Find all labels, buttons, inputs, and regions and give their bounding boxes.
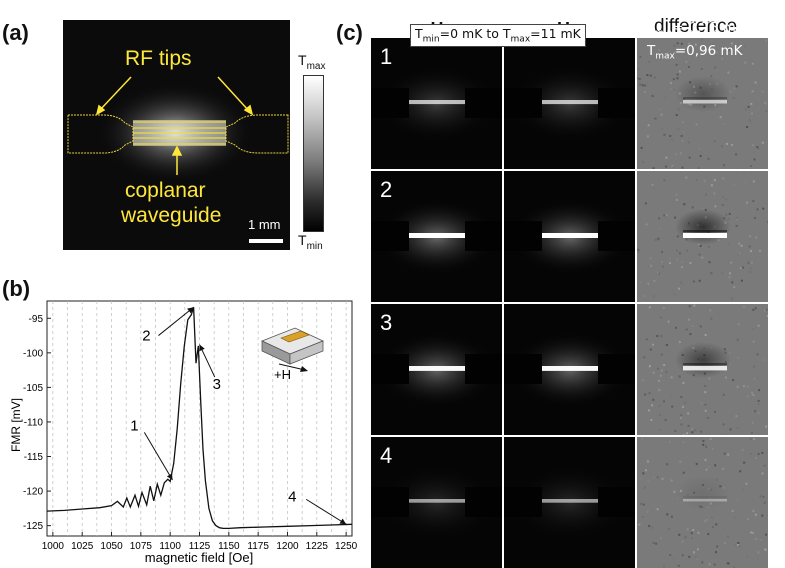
waveguide-label: waveguide bbox=[121, 204, 221, 228]
annotation-label: 3 bbox=[213, 376, 221, 393]
rf-tips-label: RF tips bbox=[125, 47, 192, 71]
y-axis-label: FMR [mV] bbox=[9, 398, 23, 452]
y-tick-label: -110 bbox=[24, 417, 44, 428]
diff-scale-text: Tmin=-0.75 mK to Tmax=0,96 mK bbox=[647, 20, 763, 65]
minus-h-image bbox=[504, 304, 635, 435]
row-number: 3 bbox=[380, 310, 392, 336]
row-number: 2 bbox=[380, 177, 392, 203]
plus-h-image: 4 bbox=[371, 437, 502, 568]
colorbar-min-label: Tmin bbox=[298, 232, 323, 252]
difference-image bbox=[637, 304, 768, 435]
diff-scale-tmin-sub: min bbox=[655, 29, 672, 39]
main-scale-tmin-sub: min bbox=[423, 35, 440, 45]
difference-image bbox=[637, 437, 768, 568]
thermal-grid: +H -H difference 1 bbox=[371, 18, 785, 565]
colorbar-min-sub: min bbox=[307, 241, 323, 252]
annotation-label: 1 bbox=[130, 417, 138, 434]
main-scale-tmax-sub: max bbox=[511, 35, 531, 45]
plus-h-image: 3 bbox=[371, 304, 502, 435]
main-scale-max: =11 mK bbox=[530, 26, 581, 41]
diff-scale-line-1: Tmin=-0.75 mK to bbox=[647, 20, 763, 43]
minus-h-image bbox=[504, 38, 635, 169]
colorbar bbox=[303, 75, 324, 232]
cell-graphic bbox=[504, 38, 635, 169]
diff-scale-tmax-sub: max bbox=[655, 51, 675, 61]
minus-h-image bbox=[504, 171, 635, 302]
diff-scale-max-value: =0,96 mK bbox=[675, 43, 743, 59]
panel-label-a: (a) bbox=[2, 20, 29, 46]
coplanar-label: coplanar bbox=[125, 179, 206, 203]
panel-label-c: (c) bbox=[336, 20, 363, 46]
row-number: 1 bbox=[380, 44, 392, 70]
colorbar-min-symbol: T bbox=[298, 232, 307, 248]
inset-field-label: +H bbox=[274, 367, 291, 382]
plus-h-image: 1 bbox=[371, 38, 502, 169]
main-scale-tmin: T bbox=[415, 26, 423, 41]
annotation-label: 4 bbox=[288, 488, 296, 505]
y-tick-label: -100 bbox=[23, 348, 43, 359]
x-tick-label: 1200 bbox=[276, 541, 299, 552]
cell-graphic bbox=[637, 437, 768, 568]
diff-scale-min-value: =-0.75 mK to bbox=[672, 20, 762, 36]
main-scale-range: =0 mK to T bbox=[440, 26, 511, 41]
x-tick-label: 1025 bbox=[71, 541, 94, 552]
minus-h-image bbox=[504, 437, 635, 568]
y-tick-label: -125 bbox=[23, 521, 43, 532]
x-tick-label: 1250 bbox=[335, 541, 358, 552]
diff-scale-line-2: Tmax=0,96 mK bbox=[647, 43, 763, 66]
difference-image bbox=[637, 171, 768, 302]
main-scale-box: Tmin=0 mK to Tmax=11 mK bbox=[410, 24, 586, 47]
diff-scale-tmax: T bbox=[647, 43, 655, 59]
y-tick-label: -115 bbox=[24, 452, 44, 463]
scale-bar bbox=[249, 239, 283, 243]
thermal-image-panel: RF tips coplanar waveguide 1 mm bbox=[63, 20, 290, 250]
y-tick-label: -105 bbox=[23, 383, 43, 394]
cell-graphic bbox=[504, 171, 635, 302]
plus-h-image: 2 bbox=[371, 171, 502, 302]
colorbar-max-sub: max bbox=[307, 61, 326, 72]
x-axis-label: magnetic field [Oe] bbox=[145, 550, 253, 565]
cell-graphic bbox=[637, 304, 768, 435]
cell-graphic bbox=[637, 171, 768, 302]
annotation-label: 2 bbox=[142, 328, 150, 345]
y-tick-label: -120 bbox=[23, 487, 43, 498]
x-tick-label: 1225 bbox=[306, 541, 329, 552]
x-tick-label: 1050 bbox=[100, 541, 123, 552]
cell-graphic bbox=[504, 437, 635, 568]
diff-scale-tmin: T bbox=[647, 20, 655, 36]
colorbar-max-symbol: T bbox=[298, 52, 307, 68]
colorbar-max-label: Tmax bbox=[298, 52, 325, 72]
cell-graphic bbox=[504, 304, 635, 435]
x-tick-label: 1000 bbox=[42, 541, 65, 552]
scale-bar-label: 1 mm bbox=[248, 217, 281, 232]
y-tick-label: -95 bbox=[29, 314, 44, 325]
row-number: 4 bbox=[380, 443, 392, 469]
